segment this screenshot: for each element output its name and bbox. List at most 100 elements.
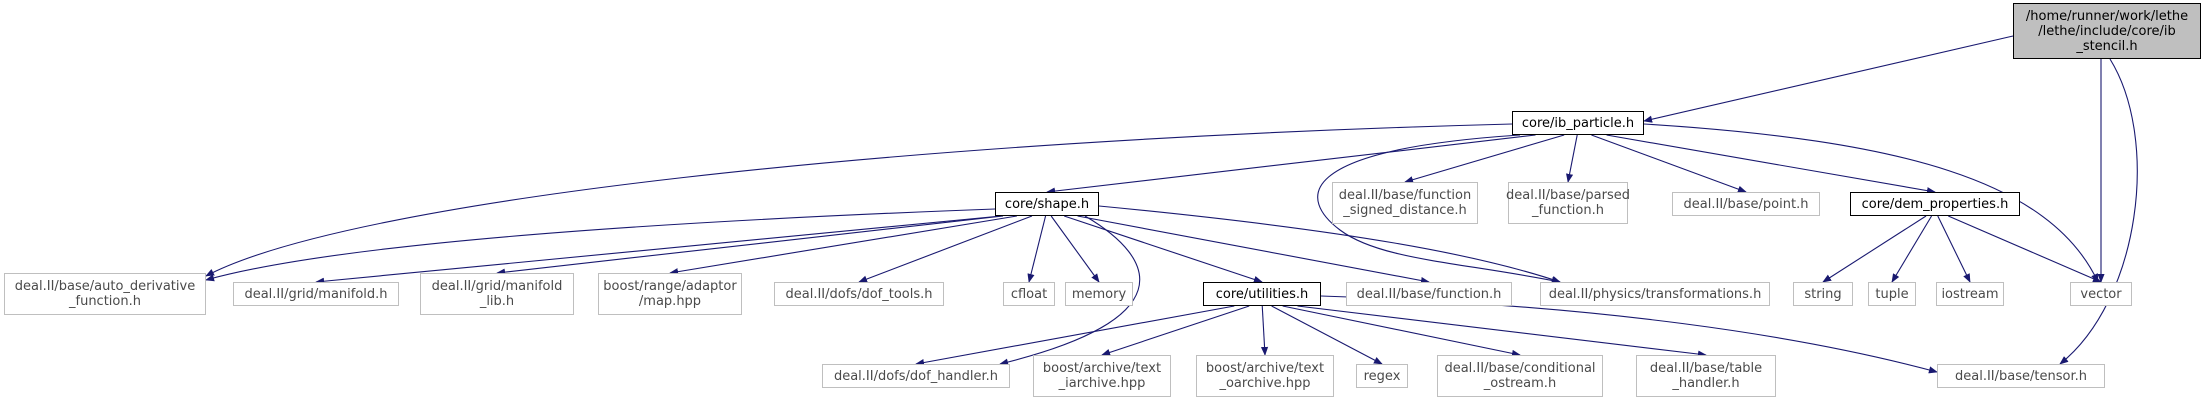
node-label-line: _function.h — [1532, 203, 1604, 218]
node-label: core/ib_particle.h — [1522, 116, 1634, 131]
node-transform: deal.II/physics/transformations.h — [1540, 282, 1770, 306]
node-label-line: deal.II/base/auto_derivative — [14, 279, 196, 294]
node-label: deal.II/base/conditional_ostream.h — [1444, 361, 1595, 391]
node-label-line: /map.hpp — [638, 294, 702, 309]
node-label-line: deal.II/dofs/dof_handler.h — [833, 368, 999, 384]
node-text-oarchive: boost/archive/text_oarchive.hpp — [1196, 355, 1334, 397]
node-label: deal.II/dofs/dof_tools.h — [786, 287, 933, 302]
node-label: boost/archive/text_iarchive.hpp — [1043, 361, 1161, 391]
node-label-line: vector — [2080, 286, 2122, 302]
node-table-handler: deal.II/base/table_handler.h — [1636, 355, 1776, 397]
edge-shape-to-manifold-lib — [496, 215, 1004, 276]
node-label-line: _handler.h — [1672, 376, 1740, 391]
edge-shape-to-dof-handler — [999, 215, 1141, 366]
edge-shape-to-memory — [1050, 215, 1100, 283]
edge-dem-to-string — [1822, 215, 1927, 283]
node-label-line: boost/range/adaptor — [603, 279, 737, 294]
node-label: boost/archive/text_oarchive.hpp — [1206, 361, 1324, 391]
node-label-line: _ostream.h — [1483, 376, 1557, 391]
edge-utilities-to-cond-ostream — [1282, 305, 1521, 357]
edge-ib-particle-to-dem — [1606, 134, 1936, 195]
node-label-line: deal.II/base/table — [1649, 361, 1763, 376]
node-shape[interactable]: core/shape.h — [995, 192, 1099, 216]
node-label: vector — [2080, 287, 2121, 302]
node-label-line: _stencil.h — [2076, 38, 2138, 54]
node-label: deal.II/base/function_signed_distance.h — [1339, 188, 1471, 218]
node-label: regex — [1364, 369, 1401, 384]
node-label-line: deal.II/base/function.h — [1356, 286, 1502, 302]
node-label-line: _iarchive.hpp — [1058, 376, 1146, 391]
node-string: string — [1793, 282, 1853, 306]
node-label-line: deal.II/grid/manifold.h — [244, 286, 388, 302]
edge-ib-particle-to-auto — [205, 123, 1513, 277]
node-text-iarchive: boost/archive/text_iarchive.hpp — [1033, 355, 1171, 397]
node-label: deal.II/base/auto_derivative_function.h — [15, 279, 195, 309]
node-label-line: _function.h — [69, 294, 141, 309]
node-manifold: deal.II/grid/manifold.h — [233, 282, 399, 306]
edge-dem-to-tuple — [1891, 215, 1933, 283]
node-ib-stencil[interactable]: /home/runner/work/lethe/lethe/include/co… — [2013, 3, 2201, 59]
node-parsed: deal.II/base/parsed_function.h — [1506, 182, 1630, 224]
node-dof-handler: deal.II/dofs/dof_handler.h — [822, 364, 1010, 388]
node-label: iostream — [1941, 287, 1998, 302]
node-label-line: tuple — [1875, 286, 1909, 302]
node-label: deal.II/grid/manifold.h — [244, 287, 387, 302]
node-label: deal.II/dofs/dof_handler.h — [834, 369, 998, 384]
node-label-line: deal.II/base/conditional — [1444, 361, 1596, 376]
node-cfloat: cfloat — [1003, 282, 1055, 306]
node-label-line: boost/archive/text — [1205, 361, 1325, 376]
node-label-line: deal.II/physics/transformations.h — [1548, 286, 1762, 302]
edge-shape-to-cfloat — [1027, 215, 1047, 283]
node-label: /home/runner/work/lethe/lethe/include/co… — [2026, 9, 2188, 54]
node-label: deal.II/base/parsed_function.h — [1506, 188, 1630, 218]
node-point: deal.II/base/point.h — [1672, 192, 1820, 216]
edge-ib-particle-to-point — [1591, 134, 1747, 193]
edge-utilities-to-text-oarchive — [1260, 305, 1269, 356]
node-label-line: deal.II/base/parsed — [1506, 188, 1630, 203]
node-label-line: deal.II/dofs/dof_tools.h — [785, 286, 933, 302]
node-label-line: core/utilities.h — [1215, 286, 1309, 302]
edge-shape-to-function — [1077, 215, 1430, 285]
node-label-line: iostream — [1941, 286, 1999, 302]
edge-ib-particle-to-fn-sd — [1404, 134, 1565, 184]
node-cond-ostream: deal.II/base/conditional_ostream.h — [1437, 355, 1603, 397]
edge-ib-particle-to-vector — [1643, 123, 2099, 283]
edge-shape-to-transform — [1098, 205, 1561, 283]
node-memory: memory — [1065, 282, 1133, 306]
edge-utilities-to-regex — [1271, 305, 1383, 365]
node-label: deal.II/base/point.h — [1684, 197, 1809, 212]
edge-shape-to-dof-tools — [858, 215, 1033, 283]
edge-ib-stencil-to-tensor — [2059, 58, 2138, 365]
edge-ib-stencil-to-ib-particle — [1643, 35, 2014, 123]
node-label: core/shape.h — [1005, 197, 1089, 212]
node-dof-tools: deal.II/dofs/dof_tools.h — [774, 282, 944, 306]
node-label-line: /lethe/include/core/ib — [2038, 23, 2176, 39]
node-label-line: _lib.h — [479, 294, 515, 309]
node-label-line: _signed_distance.h — [1343, 203, 1467, 218]
node-vector: vector — [2070, 282, 2132, 306]
edge-shape-to-utilities — [1064, 215, 1263, 283]
node-label: deal.II/physics/transformations.h — [1549, 287, 1762, 302]
node-label: deal.II/base/table_handler.h — [1650, 361, 1762, 391]
node-utilities[interactable]: core/utilities.h — [1203, 282, 1321, 306]
node-manifold-lib: deal.II/grid/manifold_lib.h — [420, 273, 574, 315]
node-dem[interactable]: core/dem_properties.h — [1850, 192, 2020, 216]
node-label: deal.II/base/tensor.h — [1955, 369, 2087, 384]
node-label-line: boost/archive/text — [1042, 361, 1162, 376]
edge-shape-to-manifold — [315, 215, 1002, 285]
node-label: tuple — [1875, 287, 1908, 302]
node-label-line: /home/runner/work/lethe — [2025, 8, 2189, 24]
node-label: string — [1804, 287, 1841, 302]
edge-ib-particle-to-parsed — [1566, 134, 1578, 183]
node-label-line: deal.II/base/function — [1338, 188, 1472, 203]
node-label-line: string — [1804, 286, 1842, 302]
node-ib-particle[interactable]: core/ib_particle.h — [1512, 111, 1644, 135]
node-label: deal.II/grid/manifold_lib.h — [432, 279, 563, 309]
edge-ib-particle-to-shape — [1046, 134, 1536, 195]
node-regex: regex — [1356, 364, 1408, 388]
node-label-line: cfloat — [1010, 286, 1048, 302]
node-label-line: deal.II/base/point.h — [1683, 196, 1809, 212]
node-function: deal.II/base/function.h — [1346, 282, 1512, 306]
edge-dem-to-iostream — [1937, 215, 1971, 283]
